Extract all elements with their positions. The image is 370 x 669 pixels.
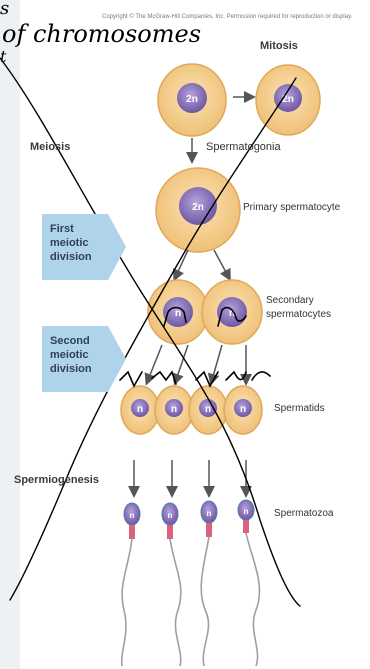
banner-first-line1: First [50, 222, 92, 236]
banner-second-meiotic-division: Second meiotic division [42, 324, 108, 390]
banner-first-line3: division [50, 250, 92, 264]
label-spermatogonia: Spermatogonia [206, 141, 281, 153]
spermatozoon-2: n [162, 503, 181, 666]
spermatid-2: n [155, 386, 193, 434]
primary-spermatocyte: 2n [156, 168, 240, 252]
banner-second-line2: meiotic [50, 348, 92, 362]
spermatid-3-label: n [205, 404, 211, 415]
banner-first-meiotic-division: First meiotic division [42, 212, 108, 278]
label-primary-spermatocyte: Primary spermatocyte [243, 202, 340, 213]
spermatid-4: n [224, 386, 262, 434]
secondary-spermatocyte-left: n [148, 280, 208, 344]
banner-second-line3: division [50, 362, 92, 376]
handwritten-corner-top: s [0, 0, 9, 19]
spermatid-1-label: n [137, 404, 143, 415]
spermatogonium-left-label: 2n [186, 94, 198, 105]
handwritten-chromosomes: of chromosomes [2, 20, 201, 48]
spermatid-3: n [189, 386, 227, 434]
spermatid-4-label: n [240, 404, 246, 415]
secondary-left-label: n [175, 308, 181, 319]
spermatozoon-3: n [201, 501, 217, 666]
label-spermiogenesis: Spermiogenesis [14, 474, 99, 486]
label-secondary-1: Secondary [266, 295, 314, 306]
label-meiosis: Meiosis [30, 141, 70, 153]
sperm-4-label: n [244, 507, 249, 516]
spermatogonium-left: 2n [158, 64, 226, 136]
label-mitosis: Mitosis [260, 40, 298, 52]
banner-first-line2: meiotic [50, 236, 92, 250]
spermatid-2-label: n [171, 404, 177, 415]
arrow-to-secondary-right [214, 250, 228, 276]
primary-label: 2n [192, 202, 204, 213]
label-spermatids: Spermatids [274, 403, 325, 414]
spermatozoon-1: n [122, 503, 140, 666]
spermatozoon-4: n [238, 500, 260, 666]
label-secondary-2: spermatocytes [266, 309, 331, 320]
sperm-3-label: n [207, 509, 212, 518]
secondary-spermatocyte-right: n [202, 280, 262, 344]
sperm-1-label: n [130, 511, 135, 520]
spermatid-1: n [121, 386, 159, 434]
label-spermatozoa: Spermatozoa [274, 508, 333, 519]
banner-second-line1: Second [50, 334, 92, 348]
sperm-2-label: n [168, 511, 173, 520]
